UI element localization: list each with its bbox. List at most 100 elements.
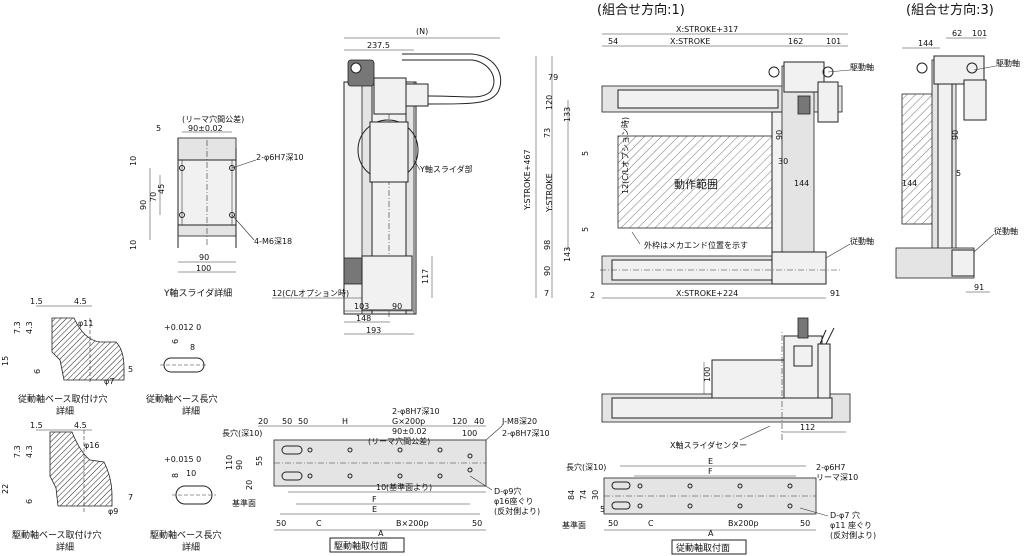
d-7-label: D-φ7 穴 (830, 510, 860, 520)
dim-5: 5 (156, 124, 161, 133)
dim-c-74: 74 (579, 490, 588, 500)
dim-c-50: 50 (608, 519, 618, 528)
dim-b-e: E (372, 505, 377, 514)
hole-6h7-label: 2-φ6H7深10 (256, 153, 304, 162)
dim-x-100: 100 (703, 367, 712, 382)
slot-1-width: 8 (190, 343, 195, 352)
drive-base-mount-detail: 1.5 4.5 φ16 φ9 7.3 4.3 22 6 7 駆動軸ベース取付け穴… (1, 421, 133, 553)
dim-90-d: 90 (543, 266, 552, 276)
dim-b-55: 55 (255, 456, 264, 466)
dim-c-84: 84 (567, 490, 576, 500)
dim-7-b: 7 (128, 493, 133, 502)
dim-148: 148 (356, 314, 371, 323)
ream-tol-label: (リーマ穴間公差) (182, 114, 244, 124)
ref-face-label-2: 基準面 (562, 520, 586, 530)
dim-n: (N) (416, 27, 428, 36)
dim-4-5-c: 4.5 (74, 421, 87, 430)
dim-100-h: 100 (196, 264, 211, 273)
opposite-label: (反対側より) (494, 506, 540, 516)
co-opt-label: 12(C/Lオプション時) (272, 289, 349, 298)
dim-ys: Y:STROKE (545, 173, 554, 213)
dim-c-e: E (708, 457, 713, 466)
y-slider-part-label: Y軸スライダ部 (419, 164, 473, 174)
dim-90-e: 90 (775, 130, 784, 140)
dim-79: 79 (548, 73, 558, 82)
dim-b-50-c: 50 (276, 519, 286, 528)
long-hole-label: 長穴(深10) (222, 428, 262, 438)
dim-c-30: 30 (591, 490, 600, 500)
dim-c-f: F (708, 467, 713, 476)
drive-axis-mount-face: 20 50 50 H G×200p 2-φ8H7深10 90±0.02 (リーマ… (222, 407, 550, 553)
drive-base-slot-detail: 8 +0.015 0 10 駆動軸ベース長穴 詳細 (150, 455, 222, 553)
dim-b-50: 50 (282, 417, 292, 426)
drive-axis-label-3: 駆動軸 (996, 58, 1020, 68)
dim-c-c: C (648, 519, 654, 528)
dim-4-3-c: 4.3 (25, 445, 34, 458)
dim-5-d: 5 (956, 169, 961, 178)
dim-b-bx: B×200p (396, 519, 429, 528)
driven-base-slot-title: 従動軸ベース長穴 (146, 393, 218, 405)
dim-15: 15 (1, 356, 10, 366)
dim-4-3: 4.3 (25, 321, 34, 334)
dim-b-c: C (316, 519, 322, 528)
header-combination-1: (組合せ方向:1) (597, 2, 685, 18)
j-m8-label: J-M8深20 (501, 417, 537, 426)
dim-b-g: G×200p (392, 417, 425, 426)
dim-90-c: 90 (392, 302, 402, 311)
drive-axis-mount-face-title: 駆動軸取付面 (334, 540, 388, 552)
dim-117: 117 (421, 269, 430, 284)
dim-b-a: A (378, 529, 384, 538)
drive-axis-label: 駆動軸 (850, 62, 874, 72)
dim-73: 73 (543, 128, 552, 138)
driven-base-slot-sub: 詳細 (182, 405, 200, 417)
top-view-combination-3: 144 62 101 144 5 90 91 駆動軸 従動軸 (895, 29, 1020, 293)
phi-11: φ11 (78, 319, 93, 328)
from-ref-label: (基準面より) (386, 482, 432, 492)
dim-5-e: 5 (128, 365, 133, 374)
dim-b-110: 110 (225, 455, 234, 470)
dim-xs224: X:STROKE+224 (676, 289, 738, 298)
dim-193: 193 (366, 326, 381, 335)
dim-6-b: 6 (25, 499, 34, 504)
dim-90-v: 90 (139, 200, 148, 210)
slot-1-size: 6 (171, 339, 180, 344)
driven-base-mount-title: 従動軸ベース取付け穴 (18, 393, 108, 405)
dim-2: 2 (590, 291, 595, 300)
dim-x-112: 112 (800, 423, 815, 432)
phi-9: φ9 (108, 507, 118, 516)
slot-2-tol: +0.015 0 (164, 455, 201, 464)
dim-91: 91 (830, 289, 840, 298)
y-slider-detail-view: (リーマ穴間公差) 90±0.02 5 90 70 45 10 10 90 10… (129, 114, 304, 299)
dim-120: 120 (545, 95, 554, 110)
dim-b-50-b: 50 (298, 417, 308, 426)
dim-70: 70 (149, 192, 158, 202)
dim-c-5: 5 (600, 505, 605, 514)
dim-90-tol: 90±0.02 (188, 124, 223, 133)
y-slider-detail-title: Y軸スライダ詳細 (163, 287, 232, 299)
dim-10-a: 10 (129, 156, 138, 166)
dim-30: 30 (778, 157, 788, 166)
m6-label: 4-M6深18 (254, 237, 292, 246)
drive-base-mount-sub: 詳細 (56, 541, 74, 553)
dim-b-20-v: 20 (245, 480, 254, 490)
long-hole-label-2: 長穴(深10) (566, 462, 606, 472)
dim-91-b: 91 (974, 283, 984, 292)
header-combination-3: (組合せ方向:3) (906, 2, 994, 18)
dim-5-c: 5 (581, 227, 590, 232)
dim-b-h: H (342, 417, 348, 426)
co-opt-vertical: 12(C/Lオプション時) (621, 117, 630, 194)
drive-base-slot-title: 駆動軸ベース長穴 (150, 529, 222, 541)
dim-7: 7 (544, 289, 549, 298)
y-axis-side-view: (N) 237.5 Y軸スライダ部 117 12(C/Lオプション時) 103 … (272, 27, 502, 335)
dim-b-100: 100 (462, 429, 477, 438)
dim-xs317: X:STROKE+317 (676, 25, 738, 34)
dim-b-f: F (372, 495, 377, 504)
dim-62: 62 (952, 29, 962, 38)
driven-base-mount-detail: 1.5 4.5 φ11 φ7 7.3 4.3 15 6 5 従動軸ベース取付け穴… (1, 297, 133, 417)
dim-90-h: 90 (199, 253, 209, 262)
driven-base-mount-sub: 詳細 (56, 405, 74, 417)
outer-frame-note: 外枠はメカエンド位置を示す (644, 240, 748, 250)
driven-axis-label: 従動軸 (850, 236, 874, 246)
dim-6: 6 (33, 369, 42, 374)
